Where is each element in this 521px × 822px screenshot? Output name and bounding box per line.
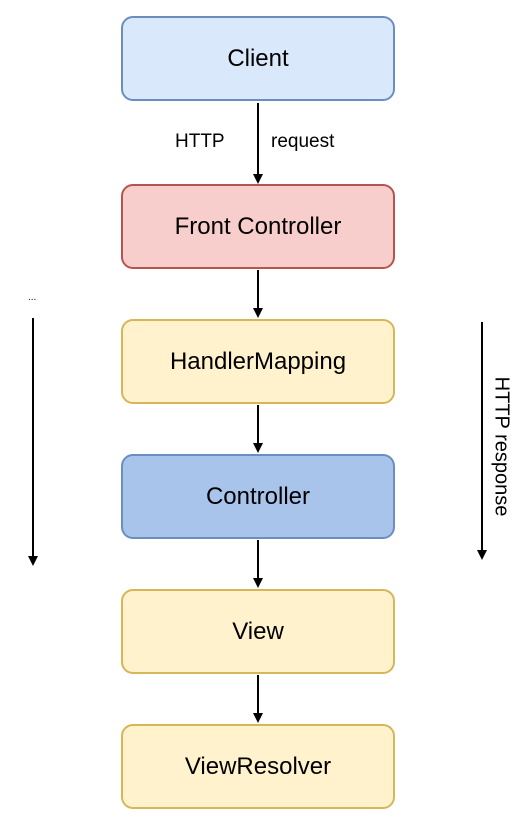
controller-label: Controller <box>205 482 311 510</box>
client-label: Client <box>227 44 289 72</box>
ellipsis-label: ... <box>28 292 37 303</box>
view-resolver-label: ViewResolver <box>184 752 332 780</box>
controller-node: Controller <box>121 454 395 539</box>
http-label: HTTP <box>175 131 225 152</box>
handler-mapping-label: HandlerMapping <box>169 347 347 375</box>
view-label: View <box>232 617 284 645</box>
view-resolver-node: ViewResolver <box>121 724 395 809</box>
front-controller-label: Front Controller <box>174 212 342 240</box>
http-response-label: HTTP response <box>490 376 513 517</box>
front-controller-node: Front Controller <box>121 184 395 269</box>
client-node: Client <box>121 16 395 101</box>
handler-mapping-node: HandlerMapping <box>121 319 395 404</box>
view-node: View <box>121 589 395 674</box>
request-label: request <box>271 131 335 152</box>
